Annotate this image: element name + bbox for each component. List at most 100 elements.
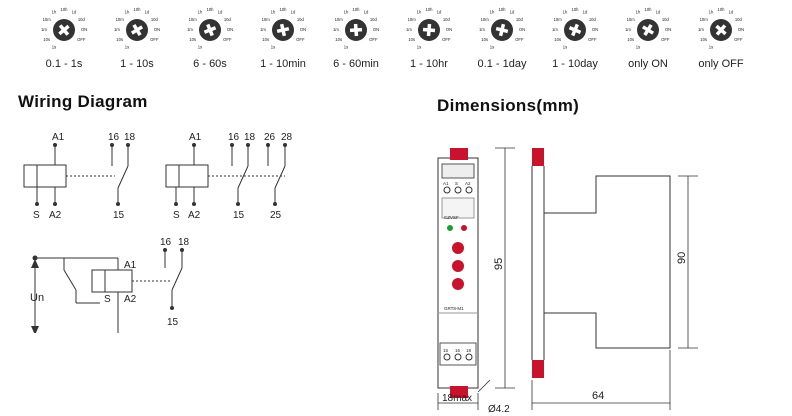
front-brand: CZVSF xyxy=(444,215,459,220)
supply-switch-arm xyxy=(63,269,77,291)
dial-scale-label: 10m xyxy=(262,17,271,22)
dial-cross-pointer xyxy=(422,23,436,37)
dial-scale-label: 1m xyxy=(625,27,631,32)
dial-cross-pointer xyxy=(58,24,70,36)
dial-scale-label: 10h xyxy=(280,7,288,12)
dial-scale-label: 1m xyxy=(333,27,339,32)
dial-scale-label: 10h xyxy=(645,7,653,12)
dial-scale-label: 1h xyxy=(709,10,714,15)
front-terminal-a2: A2 xyxy=(465,181,471,186)
dial-caption: only ON xyxy=(628,58,668,70)
terminal-18: 18 xyxy=(124,132,136,143)
dial-scale-label: 10d xyxy=(735,17,743,22)
bottom-clip xyxy=(450,386,468,398)
dial-cross-pointer xyxy=(276,23,290,37)
front-model: GRT8-M1 xyxy=(444,306,464,311)
time-knob-2 xyxy=(452,260,464,272)
dial-cross-pointer xyxy=(130,23,144,37)
terminal-15-3: 15 xyxy=(167,317,179,328)
dial-scale-label: 10d xyxy=(589,17,597,22)
dial-scale-label: OFF xyxy=(734,37,743,42)
dial-scale-label: 1d xyxy=(145,10,150,15)
dial-scale-label: 1d xyxy=(364,10,369,15)
dial-scale-label: 10m xyxy=(43,17,52,22)
dial-scale-label: 1h xyxy=(271,10,276,15)
dial-scale-label: ON xyxy=(519,27,525,32)
dial-caption: 1 - 10day xyxy=(552,58,598,70)
dial-scale-label: 1s xyxy=(271,44,275,49)
dial-scale-label: ON xyxy=(738,27,744,32)
dial-scale-label: 10s xyxy=(408,37,415,42)
dial-scale-label: 1h xyxy=(563,10,568,15)
dial-scale-label: 10h xyxy=(426,7,434,12)
dial-cross-pointer xyxy=(349,23,363,37)
dial-scale-label: OFF xyxy=(150,37,159,42)
dial-caption: 1 - 10hr xyxy=(410,58,448,70)
time-knob-1 xyxy=(452,242,464,254)
wiring-diagram-title: Wiring Diagram xyxy=(18,92,148,111)
terminal-15: 15 xyxy=(113,210,125,221)
dial-scale-label: 10d xyxy=(78,17,86,22)
dial-scale-label: 10m xyxy=(335,17,344,22)
dial-scale-label: 10s xyxy=(627,37,634,42)
terminal-dots xyxy=(32,143,287,310)
terminal-28: 28 xyxy=(281,132,293,143)
terminal-s-2: S xyxy=(173,210,180,221)
dial-scale-label: 1h xyxy=(636,10,641,15)
dimensions-drawing: CZVSF GRT8-M1 A1 S A2 15 16 18 95 90 18m… xyxy=(437,147,698,415)
dial-scale-label: ON xyxy=(665,27,671,32)
front-terminal-15: 15 xyxy=(443,348,449,353)
dial-scale-label: ON xyxy=(81,27,87,32)
terminal-18-3: 18 xyxy=(178,237,190,248)
relay-2-coil xyxy=(165,164,209,188)
dial-scale-label: 10s xyxy=(43,37,50,42)
dial-scale-label: 1s xyxy=(636,44,640,49)
relay-led xyxy=(461,225,467,231)
dimension-height-body: 90 xyxy=(676,252,688,264)
dial-scale-label: 1m xyxy=(552,27,558,32)
dial-cross-pointer xyxy=(641,23,655,37)
dial-caption: 6 - 60min xyxy=(333,58,379,70)
top-clip xyxy=(450,148,468,160)
dimension-lines xyxy=(437,147,698,410)
dial-scale-label: 1d xyxy=(729,10,734,15)
dial-scale-label: 1h xyxy=(490,10,495,15)
dial-scale-label: 1m xyxy=(260,27,266,32)
dial-scale-label: OFF xyxy=(588,37,597,42)
time-knob-3 xyxy=(452,278,464,290)
dial-scale-label: 1s xyxy=(490,44,494,49)
dial-scale-label: OFF xyxy=(442,37,451,42)
dial-scale-label: 1m xyxy=(479,27,485,32)
terminal-a2: A2 xyxy=(49,210,62,221)
power-led xyxy=(447,225,453,231)
dimensions-title: Dimensions(mm) xyxy=(437,96,580,115)
dial-scale-label: ON xyxy=(446,27,452,32)
dial-scale-label: 10s xyxy=(335,37,342,42)
dial-scale-label: 10s xyxy=(481,37,488,42)
dial-scale-label: 10h xyxy=(61,7,69,12)
dial-scale-label: 10m xyxy=(189,17,198,22)
front-terminal-16: 16 xyxy=(455,348,461,353)
terminal-a1: A1 xyxy=(52,132,65,143)
dial-scale-label: ON xyxy=(373,27,379,32)
dial-cross-pointer xyxy=(203,23,217,37)
dial-scale-label: 1d xyxy=(656,10,661,15)
dial-scale-label: 10m xyxy=(700,17,709,22)
relay-1-switch-arm xyxy=(117,165,129,189)
dial-scale-label: 1s xyxy=(125,44,129,49)
dial-scale-label: 10h xyxy=(134,7,142,12)
terminal-s-3: S xyxy=(104,294,111,305)
